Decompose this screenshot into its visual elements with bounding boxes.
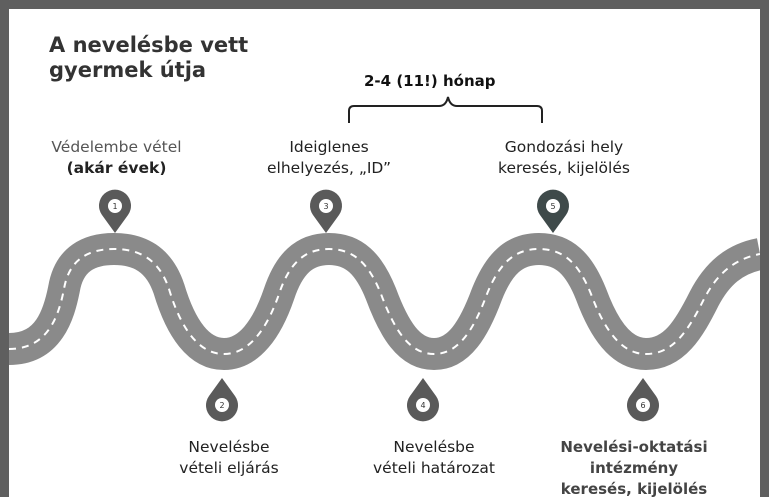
- step-3-label: Ideiglenes elhelyezés, „ID”: [249, 137, 409, 179]
- step-4-number: 4: [420, 401, 425, 410]
- step-1-label: Védelembe vétel (akár évek): [29, 137, 204, 179]
- step-2-line-2: vételi eljárás: [179, 459, 279, 477]
- step-2-line-1: Nevelésbe: [188, 438, 270, 456]
- step-4-label: Nevelésbe vételi határozat: [349, 437, 519, 479]
- step-5-line-1: Gondozási hely: [504, 138, 624, 156]
- step-1-line-1: Védelembe vétel: [51, 138, 182, 156]
- step-4-line-2: vételi határozat: [373, 459, 495, 477]
- road-center-line: [9, 247, 760, 356]
- step-3-line-2: elhelyezés, „ID”: [267, 159, 391, 177]
- step-3-line-1: Ideiglenes: [289, 138, 369, 156]
- step-2-number: 2: [219, 401, 224, 410]
- step-4-marker: 4: [407, 378, 439, 422]
- step-6-line-2: keresés, kijelölés: [560, 480, 708, 498]
- duration-brace: [348, 96, 543, 123]
- title-line-1: A nevelésbe vett: [49, 33, 249, 57]
- step-4-line-1: Nevelésbe: [393, 438, 475, 456]
- road-diagram: 1 3 5 2 4 6: [9, 96, 760, 422]
- step-6-marker: 6: [627, 378, 659, 422]
- page-title: A nevelésbe vett gyermek útja: [49, 33, 248, 83]
- title-line-2: gyermek útja: [49, 58, 207, 82]
- step-5-label: Gondozási hely keresés, kijelölés: [479, 137, 649, 179]
- step-6-line-1: Nevelési-oktatási intézmény: [560, 438, 708, 477]
- step-6-label: Nevelési-oktatási intézmény keresés, kij…: [514, 437, 754, 500]
- step-3-marker: 3: [310, 189, 342, 233]
- step-2-label: Nevelésbe vételi eljárás: [149, 437, 309, 479]
- duration-label: 2-4 (11!) hónap: [364, 72, 496, 90]
- step-3-number: 3: [323, 202, 328, 211]
- step-6-number: 6: [640, 401, 645, 410]
- step-1-marker: 1: [99, 189, 131, 233]
- step-5-marker: 5: [537, 189, 569, 233]
- step-1-line-2: (akár évek): [66, 159, 167, 177]
- step-2-marker: 2: [206, 378, 238, 422]
- step-1-number: 1: [112, 202, 117, 211]
- step-5-number: 5: [550, 202, 555, 211]
- step-5-line-2: keresés, kijelölés: [498, 159, 630, 177]
